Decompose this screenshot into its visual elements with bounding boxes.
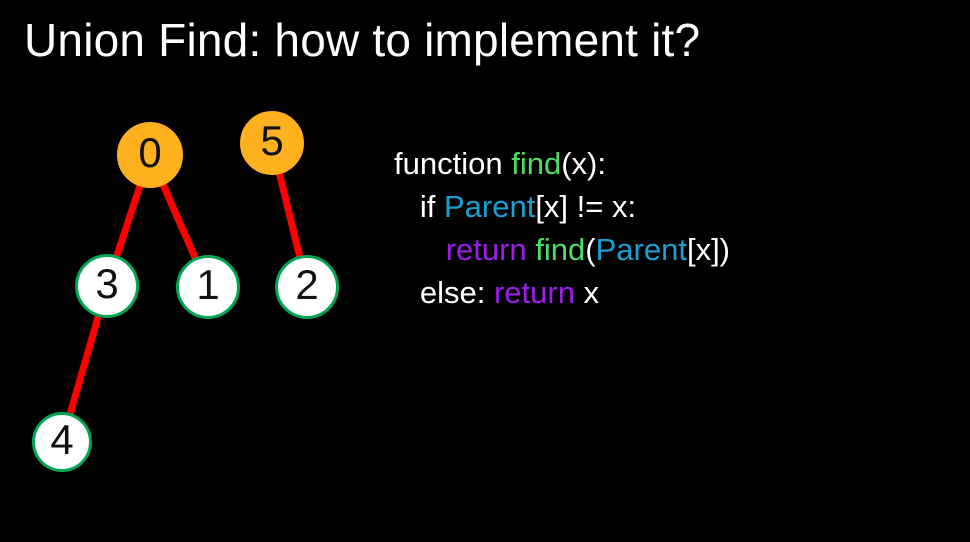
graph-node-label: 4 bbox=[50, 416, 74, 463]
graph-node-label: 0 bbox=[138, 129, 162, 176]
code-token-plain: function bbox=[394, 146, 512, 181]
graph-edge bbox=[66, 313, 103, 417]
code-token-keyword: return bbox=[445, 232, 536, 267]
code-token-plain: (x): bbox=[561, 146, 606, 181]
code-indent bbox=[394, 275, 420, 310]
graph-edge bbox=[113, 183, 144, 259]
code-indent bbox=[394, 189, 420, 224]
code-line-4: else: return x bbox=[394, 271, 730, 314]
code-line-2: if Parent[x] != x: bbox=[394, 185, 730, 228]
code-token-plain: if bbox=[419, 189, 444, 224]
code-token-function: find bbox=[535, 232, 586, 267]
code-line-1: function find(x): bbox=[394, 142, 730, 185]
graph-edge bbox=[159, 181, 200, 261]
graph-node-3[interactable]: 3 bbox=[75, 254, 139, 318]
graph-edge bbox=[275, 171, 304, 259]
code-token-function: find bbox=[511, 146, 562, 181]
code-token-keyword: return bbox=[493, 275, 584, 310]
code-line-3: return find(Parent[x]) bbox=[394, 228, 730, 271]
code-token-variable: Parent bbox=[443, 189, 536, 224]
graph-edges-layer bbox=[66, 171, 304, 417]
graph-node-0[interactable]: 0 bbox=[117, 122, 183, 188]
code-token-plain: [x]) bbox=[686, 232, 731, 267]
code-token-plain: [x] != x: bbox=[535, 189, 637, 224]
graph-node-4[interactable]: 4 bbox=[32, 412, 92, 472]
code-token-variable: Parent bbox=[595, 232, 687, 267]
code-token-plain: x bbox=[583, 275, 600, 310]
code-indent bbox=[394, 232, 446, 267]
graph-node-label: 3 bbox=[95, 260, 119, 307]
graph-node-label: 2 bbox=[295, 261, 319, 308]
code-token-plain: ( bbox=[585, 232, 596, 267]
graph-node-5[interactable]: 5 bbox=[240, 111, 304, 175]
page-title: Union Find: how to implement it? bbox=[24, 14, 701, 66]
graph-node-2[interactable]: 2 bbox=[275, 255, 339, 319]
graph-node-label: 1 bbox=[196, 261, 220, 308]
graph-node-1[interactable]: 1 bbox=[176, 255, 240, 319]
code-token-plain: else: bbox=[419, 275, 494, 310]
union-find-forest-diagram: 0 5 3 1 2 4 bbox=[0, 90, 380, 490]
graph-node-label: 5 bbox=[260, 117, 284, 164]
find-function-code: function find(x): if Parent[x] != x: ret… bbox=[394, 142, 730, 314]
